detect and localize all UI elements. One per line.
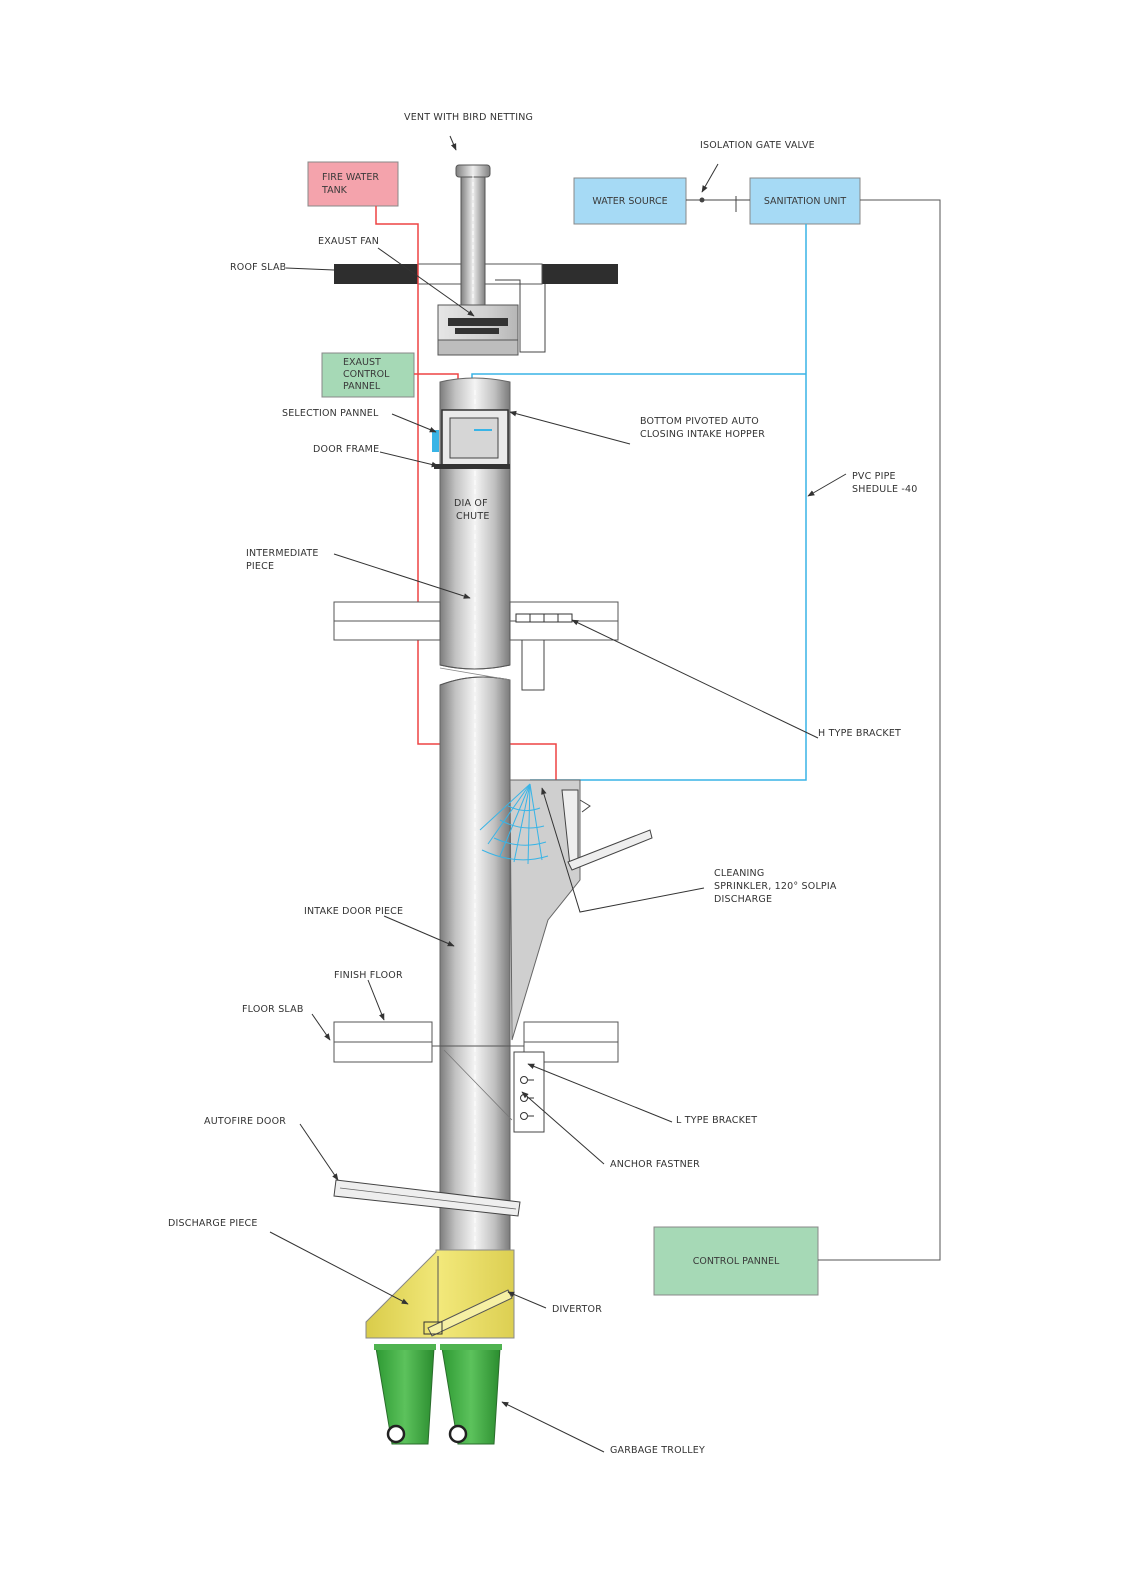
intake-hopper [432,409,510,469]
intermediate-floor-slab [333,601,619,691]
discharge-piece [365,1249,515,1339]
garbage-trolley-label: GARBAGE TROLLEY [610,1445,705,1456]
sprinkler-spray [479,783,549,865]
exhaust-control-label-1: EXAUST [343,357,381,368]
intermediate-piece-label-2: PIECE [246,561,274,572]
exhaust-fan-housing [437,304,519,356]
fire-water-tank-box: FIRE WATER TANK [307,161,399,207]
anchor-fastner-label: ANCHOR FASTNER [610,1159,700,1170]
l-bracket-label: L TYPE BRACKET [676,1115,757,1126]
garbage-trolley-left [374,1344,436,1445]
garbage-trolley-right [440,1344,502,1445]
sprinkler-label-1: CLEANING [714,868,764,879]
sanitation-unit-label: SANITATION UNIT [764,196,847,207]
intake-door-piece-label: INTAKE DOOR PIECE [304,906,403,917]
water-source-box: WATER SOURCE [573,177,687,225]
exhaust-fan-label: EXAUST FAN [318,236,379,247]
fire-water-tank-label-2: TANK [321,185,348,196]
selection-panel-label: SELECTION PANNEL [282,408,379,419]
roof-slab [334,263,618,353]
autofire-door-label: AUTOFIRE DOOR [204,1116,286,1127]
discharge-piece-label: DISCHARGE PIECE [168,1218,258,1229]
isolation-valve-icon [699,197,705,203]
water-pipe-line [471,224,807,781]
door-frame-label: DOOR FRAME [313,444,379,455]
vent-pipe [455,164,491,306]
exhaust-control-panel-box: EXAUST CONTROL PANNEL [321,352,415,398]
dia-chute-label-2: CHUTE [456,511,490,522]
water-connection-line [686,196,750,212]
fire-water-tank-label-1: FIRE WATER [322,172,379,183]
pvc-pipe-label-1: PVC PIPE [852,471,896,482]
pvc-pipe-label-2: SHEDULE -40 [852,484,917,495]
sprinkler-label-3: DISCHARGE [714,894,772,905]
finish-floor-label: FINISH FLOOR [334,970,403,981]
lower-floor-slab [333,1021,619,1121]
sprinkler-label-2: SPRINKLER, 120° SOLPIA [714,881,837,892]
h-bracket-label: H TYPE BRACKET [818,728,901,739]
control-panel-box: CONTROL PANNEL [653,1226,819,1296]
control-panel-label: CONTROL PANNEL [693,1256,780,1267]
hopper-label-1: BOTTOM PIVOTED AUTO [640,416,759,427]
isolation-valve-label: ISOLATION GATE VALVE [700,140,815,151]
intake-door-piece [509,779,653,1041]
sanitation-unit-box: SANITATION UNIT [749,177,861,225]
water-source-label: WATER SOURCE [592,196,667,207]
roof-slab-label: ROOF SLAB [230,262,286,273]
exhaust-control-label-3: PANNEL [343,381,381,392]
diverter-label: DIVERTOR [552,1304,602,1315]
hopper-label-2: CLOSING INTAKE HOPPER [640,429,765,440]
dia-chute-label-1: DIA OF [454,498,488,509]
control-panel-wire [818,199,941,1261]
floor-slab-label: FLOOR SLAB [242,1004,304,1015]
exhaust-control-label-2: CONTROL [343,369,390,380]
leader-lines [269,135,847,1453]
intermediate-piece-label-1: INTERMEDIATE [246,548,319,559]
garbage-chute [439,377,511,1256]
vent-label: VENT WITH BIRD NETTING [404,112,533,123]
autofire-door [333,1179,521,1217]
